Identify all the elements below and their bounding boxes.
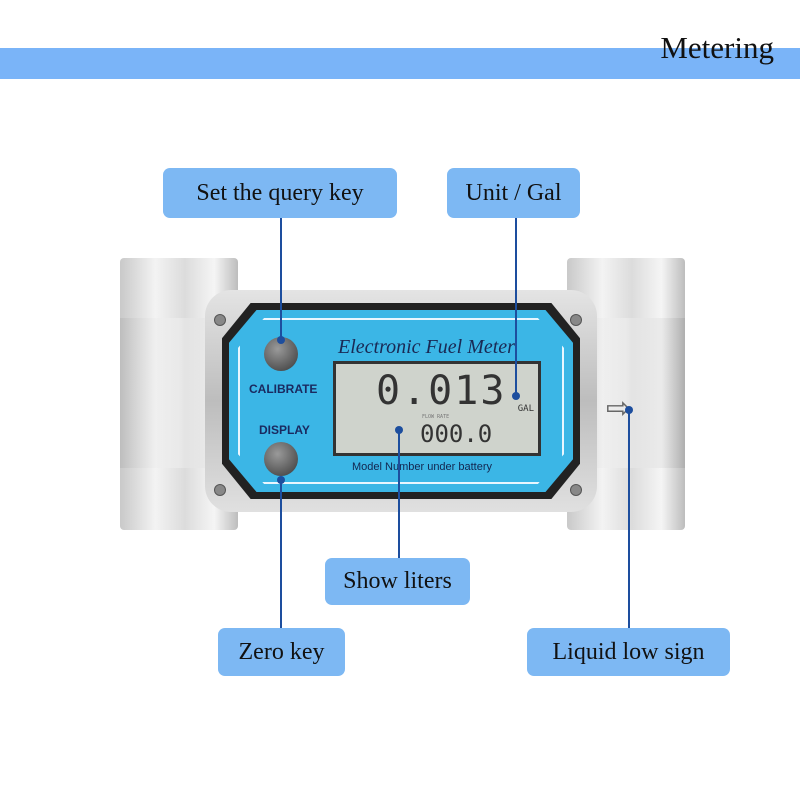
callout-query-key: Set the query key [163, 168, 397, 218]
screw-icon [570, 484, 582, 496]
callout-show-liters: Show liters [325, 558, 470, 605]
display-button[interactable] [264, 442, 298, 476]
leader-dot [625, 406, 633, 414]
leader-line [280, 480, 282, 628]
header-band [0, 48, 800, 79]
screw-icon [214, 314, 226, 326]
screw-icon [214, 484, 226, 496]
meter-brand: Electronic Fuel Meter [338, 336, 515, 358]
sub-reading: 000.0 [420, 420, 493, 448]
lcd-screen: 0.013 GAL FLOW RATE 000.0 [333, 361, 541, 456]
leader-dot [512, 392, 520, 400]
calibrate-label: CALIBRATE [249, 382, 318, 396]
header-title: Metering [660, 30, 774, 65]
leader-dot [277, 336, 285, 344]
callout-zero-key: Zero key [218, 628, 345, 676]
screw-icon [570, 314, 582, 326]
main-reading: 0.013 [376, 368, 507, 414]
leader-line [515, 218, 517, 396]
unit-label: GAL [517, 404, 534, 414]
callout-liquid-low: Liquid low sign [527, 628, 730, 676]
display-label: DISPLAY [259, 423, 310, 437]
flow-rate-label: FLOW RATE [422, 414, 450, 420]
leader-line [628, 410, 630, 628]
callout-unit: Unit / Gal [447, 168, 580, 218]
leader-dot [277, 476, 285, 484]
leader-line [280, 218, 282, 340]
leader-dot [395, 426, 403, 434]
leader-line [398, 430, 400, 558]
model-note: Model Number under battery [352, 461, 493, 473]
meter-face-border [238, 318, 564, 484]
